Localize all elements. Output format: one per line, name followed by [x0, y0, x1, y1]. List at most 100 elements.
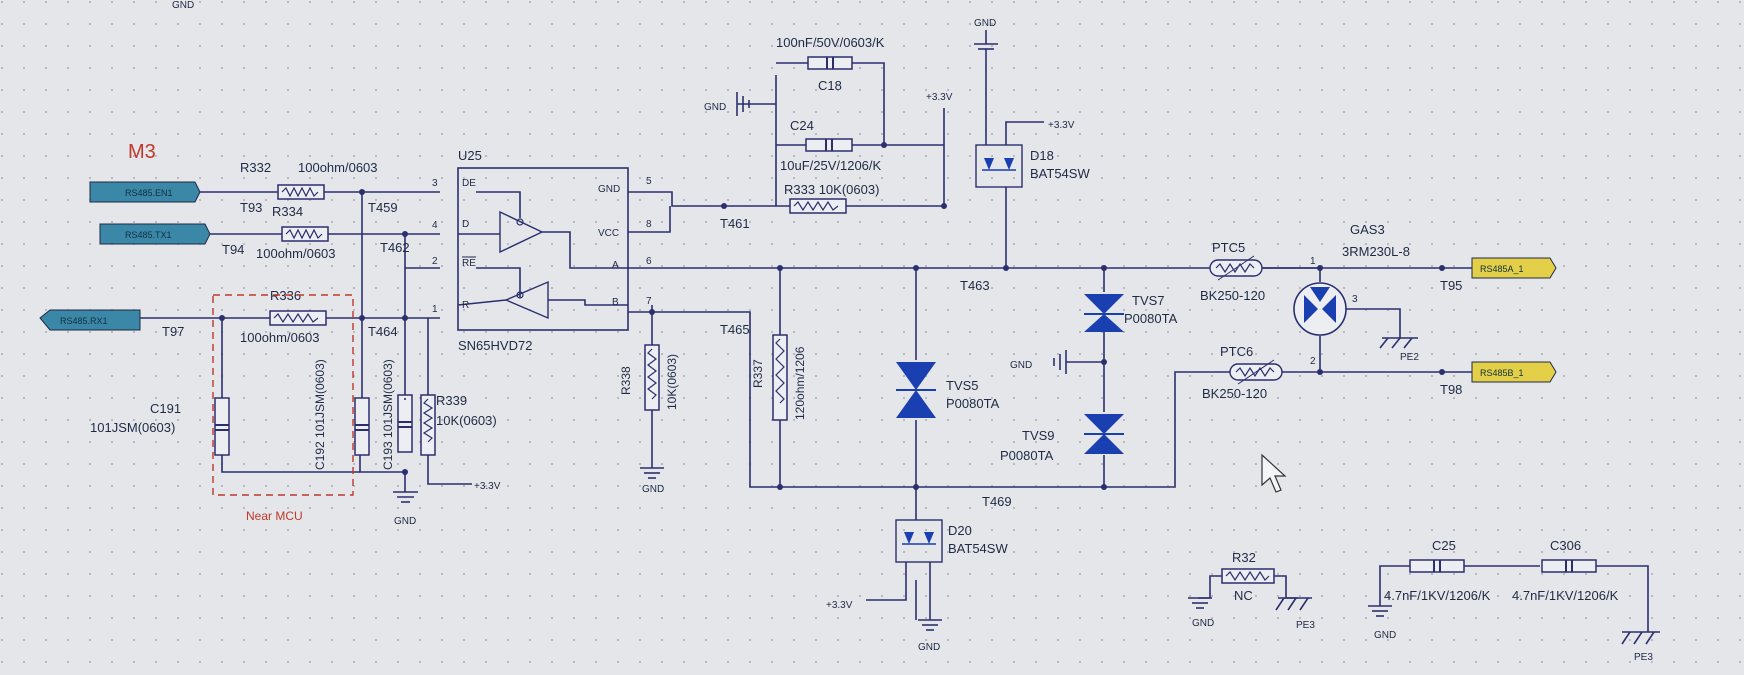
near-mcu-label: Near MCU [246, 509, 303, 523]
gnd-symbol-c25 [1368, 605, 1392, 617]
r334-ref: R334 [272, 204, 303, 219]
diode-d18[interactable] [975, 144, 1023, 208]
resistor-r339[interactable] [420, 394, 436, 456]
d18-ref: D18 [1030, 148, 1054, 163]
ptc5-val: BK250-120 [1200, 288, 1265, 303]
r339-val: 10K(0603) [436, 413, 497, 428]
svg-text:RS485A_1: RS485A_1 [1480, 264, 1524, 274]
junction [402, 231, 408, 237]
pe-symbol-gas [1379, 337, 1413, 349]
c306-val: 4.7nF/1KV/1206/K [1512, 588, 1619, 603]
pe-symbol-c306 [1621, 631, 1660, 645]
tvs-diode-tvs35[interactable] [896, 362, 936, 418]
d20-ref: D20 [948, 523, 972, 538]
capacitor-c306[interactable] [1541, 559, 1597, 573]
r338-ref: R338 [619, 366, 633, 395]
tp-t94: T94 [222, 242, 244, 257]
capacitor-c25[interactable] [1409, 559, 1465, 573]
wire-r339 [404, 318, 429, 400]
d18-val: BAT54SW [1030, 166, 1090, 181]
gas-pin-3: 3 [1352, 294, 1358, 305]
gnd-label-c25: GND [1374, 630, 1396, 641]
junction [1003, 265, 1009, 271]
junction [913, 265, 919, 271]
tvs7-val: P0080TA [1124, 311, 1178, 326]
r32-val: NC [1234, 588, 1253, 603]
tp-t465: T465 [720, 322, 750, 337]
d20-val: BAT54SW [948, 541, 1008, 556]
ic-pin-b: B [612, 297, 619, 308]
gnd-symbol-r32 [1188, 597, 1212, 609]
junction [359, 189, 365, 195]
resistor-r336[interactable] [269, 310, 327, 326]
sheet-mark: M3 [128, 141, 156, 163]
gnd-label-left: GND [394, 516, 416, 527]
r333-label: R333 10K(0603) [784, 182, 879, 197]
tvs9-ref: TVS9 [1022, 428, 1055, 443]
tp-t98: T98 [1440, 382, 1462, 397]
ptc-ptc5[interactable] [1209, 255, 1263, 281]
net-label-b-out[interactable]: RS485B_1 [1471, 361, 1557, 383]
wire-vcc [628, 206, 671, 233]
v33-label-left: +3.3V [474, 481, 501, 492]
tvs9-val: P0080TA [1000, 448, 1054, 463]
ic-pin-r: R [462, 300, 469, 311]
gnd-symbol-tvs [1053, 350, 1067, 374]
gnd-label-r32: GND [1192, 618, 1214, 629]
ic-pin-re: RE [462, 258, 476, 269]
gnd-symbol-d20 [918, 619, 942, 631]
capacitor-c193[interactable] [397, 394, 413, 453]
net-label-rx[interactable]: RS485.RX1 [39, 309, 141, 331]
tvs35-val: P0080TA [946, 396, 1000, 411]
resistor-r338[interactable] [644, 344, 660, 411]
net-label-en[interactable]: RS485.EN1 [89, 181, 201, 203]
resistor-r32[interactable] [1221, 568, 1275, 584]
r337-ref: R337 [751, 359, 765, 388]
svg-text:RS485.EN1: RS485.EN1 [125, 188, 173, 198]
junction [777, 484, 783, 490]
tvs-diode-tvs9[interactable] [1084, 414, 1124, 454]
tvs-diode-tvs7[interactable] [1084, 294, 1124, 332]
resistor-r337[interactable] [772, 334, 788, 421]
junction [913, 484, 919, 490]
diode-d20[interactable] [895, 519, 943, 563]
net-label-a-out[interactable]: RS485A_1 [1471, 257, 1557, 279]
junction [1101, 265, 1107, 271]
junction [1101, 359, 1107, 365]
ic-pinnum-5: 5 [646, 176, 652, 187]
ic-pin-a: A [612, 260, 619, 271]
capacitor-c192[interactable] [354, 397, 370, 456]
gnd-label-d20: GND [918, 642, 940, 653]
v33-label-top: +3.3V [926, 92, 953, 103]
wire-bottom-left [359, 455, 472, 492]
wire-d20 [866, 562, 931, 620]
c192-label: C192 101JSM(0603) [313, 359, 327, 470]
capacitor-c24[interactable] [805, 138, 853, 152]
ptc-ptc6[interactable] [1229, 359, 1283, 385]
ic-pinnum-2: 2 [432, 256, 438, 267]
wire-decoupling [775, 62, 945, 206]
ptc5-ref: PTC5 [1212, 240, 1245, 255]
junction [402, 469, 408, 475]
pe2-label: PE2 [1400, 352, 1419, 363]
tp-t462: T462 [380, 240, 410, 255]
c191-val: 101JSM(0603) [90, 420, 175, 435]
junction [649, 309, 655, 315]
resistor-r333[interactable] [789, 198, 847, 214]
junction [219, 315, 225, 321]
tp-t469: T469 [982, 494, 1012, 509]
junction [721, 203, 727, 209]
ic-u25[interactable] [457, 167, 629, 331]
mouse-cursor-icon [1261, 453, 1287, 493]
junction [1101, 484, 1107, 490]
resistor-r334[interactable] [281, 226, 329, 242]
ic-pinnum-7: 7 [646, 296, 652, 307]
wire-ptc-out [1262, 267, 1442, 373]
resistor-r332[interactable] [277, 184, 325, 200]
top-gnd-label: GND [172, 0, 194, 11]
net-label-tx[interactable]: RS485.TX1 [99, 223, 211, 245]
gas-tube-gas3[interactable] [1293, 282, 1347, 336]
capacitor-c18[interactable] [807, 56, 853, 70]
capacitor-c191[interactable] [214, 397, 230, 456]
